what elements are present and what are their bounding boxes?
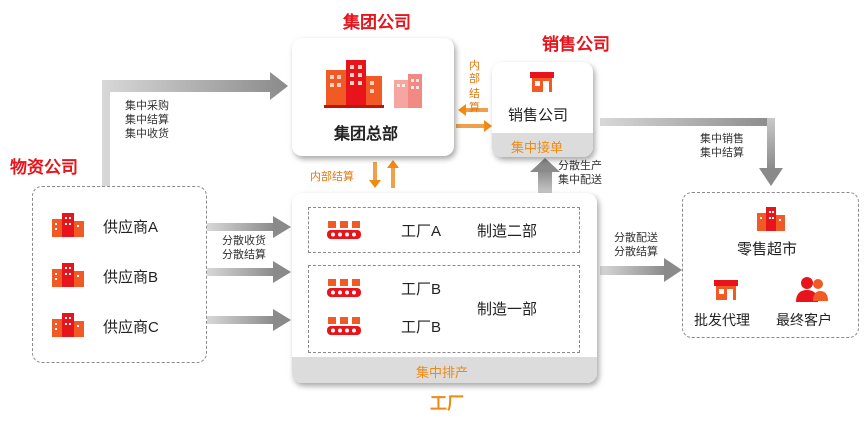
factory-footer-bar: 集中排产	[292, 357, 597, 383]
flow-distributed-production: 分散生产	[558, 160, 602, 172]
factory-footer-label: 集中排产	[416, 365, 469, 380]
group-company-title: 集团公司	[343, 13, 411, 32]
factory-conveyor-icon	[327, 221, 361, 239]
sales-footer-bar: 集中接单	[492, 133, 593, 157]
flow-internal-char-3: 结	[469, 88, 480, 100]
group-hq-label: 集团总部	[334, 126, 399, 143]
sales-footer-label: 集中接单	[511, 140, 564, 155]
flow-centralized-sales: 集中销售	[700, 133, 744, 145]
arrow-internal-settlement-vertical	[369, 160, 399, 188]
factory-b-label-2: 工厂B	[401, 319, 442, 336]
materials-company-title: 物资公司	[10, 158, 78, 177]
flow-centralized-purchase: 集中采购	[125, 100, 169, 112]
flow-distributed-settlement: 分散结算	[222, 249, 266, 261]
building-small-icon	[394, 74, 422, 108]
building-icon	[757, 207, 785, 231]
flow-internal-char-2: 部	[469, 73, 480, 85]
factory-row-1: 工厂A 制造二部	[308, 207, 580, 253]
factory-conveyor-icon	[327, 317, 361, 335]
flow-centralized-settlement-2: 集中结算	[700, 147, 744, 159]
sales-company-title: 销售公司	[542, 35, 610, 54]
arrow-materials-to-group	[102, 72, 288, 188]
retail-title-label: 零售超市	[737, 241, 798, 258]
supplier-c-label: 供应商C	[103, 319, 159, 336]
sales-company-box: 销售公司 集中接单	[492, 62, 593, 157]
flow-internal-char-4: 算	[469, 102, 480, 114]
building-icon	[52, 213, 84, 237]
factory-b-label-1: 工厂B	[401, 281, 442, 298]
flow-internal-char-1: 内	[469, 60, 480, 72]
supplier-b-label: 供应商B	[103, 269, 159, 286]
wholesale-agent-label: 批发代理	[694, 312, 750, 328]
group-hq-box: 集团总部	[292, 38, 454, 156]
flow-distributed-delivery: 分散配送	[614, 232, 658, 244]
building-icon	[52, 313, 84, 337]
factory-box: 工厂A 制造二部 工厂B 工厂B 制造一部 集中排产	[292, 193, 597, 383]
building-icon	[324, 60, 384, 108]
arrow-internal-settlement-horizontal	[456, 104, 492, 132]
factory-conveyor-icon	[327, 279, 361, 297]
flow-distributed-settlement-2: 分散结算	[614, 246, 658, 258]
people-icon	[796, 277, 828, 302]
retail-box: 零售超市 批发代理 最终客户	[682, 192, 859, 338]
flow-distributed-receiving: 分散收货	[222, 235, 266, 247]
arrow-suppliers-to-factory	[207, 216, 291, 331]
factory-a-label: 工厂A	[401, 223, 442, 240]
arrow-sales-to-retail	[600, 118, 783, 186]
flow-centralized-delivery: 集中配送	[558, 174, 602, 186]
building-icon	[52, 263, 84, 287]
supplier-a-label: 供应商A	[103, 219, 159, 236]
flow-centralized-receiving: 集中收货	[125, 128, 169, 140]
flow-internal-settlement-bottom: 内部结算	[310, 171, 354, 183]
shop-icon	[530, 72, 554, 92]
factory-title: 工厂	[430, 394, 464, 413]
arrow-factory-to-retail	[600, 258, 682, 282]
dept-1-label: 制造一部	[477, 301, 538, 318]
factory-row-2: 工厂B 工厂B 制造一部	[308, 265, 580, 353]
shop-icon	[714, 280, 738, 300]
arrow-factory-to-sales	[530, 158, 560, 196]
flow-centralized-settlement: 集中结算	[125, 114, 169, 126]
dept-2-label: 制造二部	[477, 223, 538, 240]
materials-box: 供应商A 供应商B 供应商C	[32, 186, 207, 363]
end-customer-label: 最终客户	[776, 312, 832, 328]
sales-company-label: 销售公司	[508, 107, 569, 124]
